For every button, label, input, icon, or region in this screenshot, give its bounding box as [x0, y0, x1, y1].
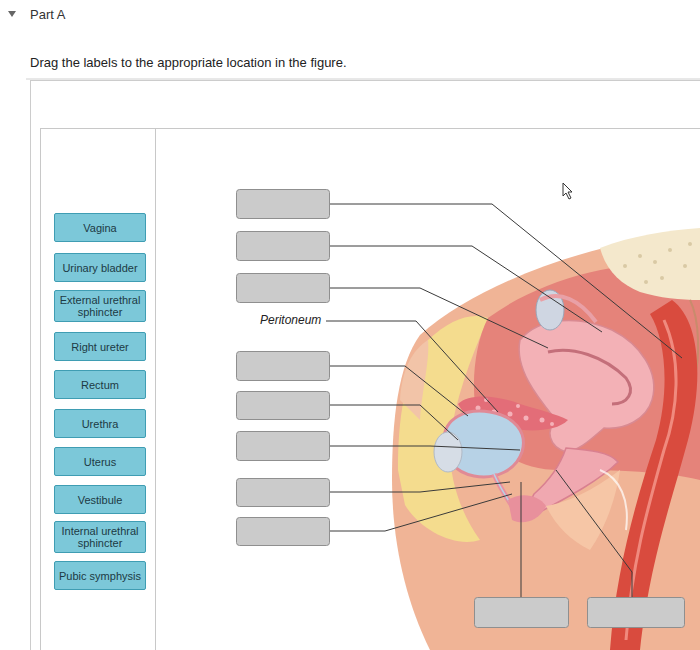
outer-panel: [31, 81, 700, 650]
label-tile: Right ureter: [54, 332, 146, 361]
tile-text: Vestibule: [78, 494, 123, 506]
label-tile: Internal urethral sphincter: [54, 521, 146, 553]
tile-text: Internal urethral sphincter: [59, 525, 141, 549]
label-tile: Pubic symphysis: [54, 561, 146, 590]
tile-text: Uterus: [84, 456, 116, 468]
tile-text: Urinary bladder: [62, 262, 137, 274]
tile-text: Right ureter: [71, 341, 128, 353]
work-panel: [41, 129, 700, 650]
tile-text: Vagina: [83, 222, 116, 234]
drop-targets: [237, 190, 685, 628]
label-tile: Vestibule: [54, 485, 146, 514]
mouse-cursor: [563, 183, 572, 199]
label-tile: Rectum: [54, 370, 146, 399]
instruction-text: Drag the labels to the appropriate locat…: [30, 55, 347, 70]
column-divider: [155, 128, 156, 650]
label-tile: Vagina: [54, 213, 146, 242]
tile-text: Rectum: [81, 379, 119, 391]
fixed-label: Peritoneum: [259, 313, 322, 327]
tile-text: Urethra: [82, 418, 119, 430]
label-tile: External urethral sphincter: [54, 290, 146, 322]
leader-lines: [326, 204, 682, 597]
collapse-arrow: [8, 11, 16, 17]
header-rule: [26, 79, 700, 80]
label-tile: Uterus: [54, 447, 146, 476]
part-heading: Part A: [30, 7, 65, 22]
label-tile: Urinary bladder: [54, 253, 146, 282]
tile-text: External urethral sphincter: [59, 294, 141, 318]
tile-text: Pubic symphysis: [59, 570, 141, 582]
label-tile: Urethra: [54, 409, 146, 438]
pelvis-illustration: [392, 228, 700, 650]
